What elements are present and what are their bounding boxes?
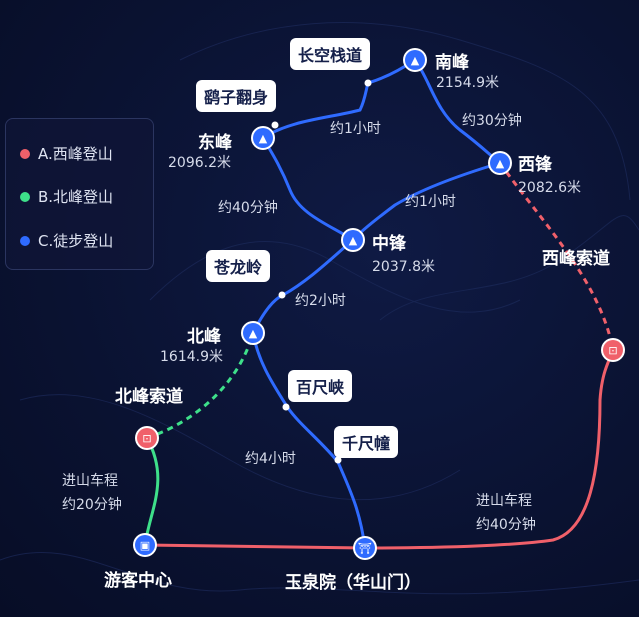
visitor-center-label: 游客中心 <box>104 571 172 591</box>
drive-north-label: 进山车程 <box>62 473 118 489</box>
time-south-west: 约30分钟 <box>462 113 522 129</box>
peak-south-altitude: 2154.9米 <box>436 75 499 91</box>
peak-west-altitude: 2082.6米 <box>518 180 581 196</box>
cable-car-icon[interactable]: ⊡ <box>601 338 625 362</box>
legend-item-west[interactable]: A.西峰登山 <box>20 143 113 164</box>
route-north-drive <box>143 437 160 546</box>
drive-west-time: 约40分钟 <box>476 517 536 533</box>
gate-icon[interactable]: ⛩ <box>353 536 377 560</box>
legend-label: B.北峰登山 <box>38 188 114 206</box>
north-cable-label: 北峰索道 <box>115 387 183 407</box>
peak-middle-altitude: 2037.8米 <box>372 259 435 275</box>
spot-canglong[interactable]: 苍龙岭 <box>206 250 271 282</box>
legend-label: A.西峰登山 <box>38 145 113 163</box>
peak-south-name: 南峰 <box>435 53 469 73</box>
time-west-middle: 约1小时 <box>405 194 456 210</box>
west-cable-label: 西峰索道 <box>542 249 610 269</box>
drive-west-label: 进山车程 <box>476 493 532 509</box>
legend-item-hike[interactable]: C.徒步登山 <box>20 230 113 251</box>
drive-north-time: 约20分钟 <box>62 497 122 513</box>
spot-changkong[interactable]: 长空栈道 <box>290 38 371 70</box>
peak-east-name: 东峰 <box>198 133 232 153</box>
peak-middle-name: 中锋 <box>372 234 406 254</box>
mountain-icon[interactable]: ▲ <box>241 321 265 345</box>
spot-yaozi[interactable]: 鹞子翻身 <box>196 80 277 112</box>
peak-north-name: 北峰 <box>187 327 221 347</box>
visitor-center-icon[interactable]: ▣ <box>133 533 157 557</box>
route-north-cable <box>146 332 255 440</box>
peak-east-altitude: 2096.2米 <box>168 155 231 171</box>
time-north-middle: 约2小时 <box>295 293 346 309</box>
route-west-cable <box>498 162 615 351</box>
spot-qianchi[interactable]: 千尺幢 <box>334 426 399 458</box>
peak-west-name: 西锋 <box>518 155 552 175</box>
time-east-south: 约1小时 <box>330 121 381 137</box>
contour-lines <box>0 22 639 595</box>
cable-car-icon[interactable]: ⊡ <box>135 426 159 450</box>
yuquan-label: 玉泉院（华山门） <box>285 573 421 593</box>
route-hiking <box>251 58 501 549</box>
spot-dots <box>271 79 372 464</box>
route-west-drive <box>144 349 615 550</box>
time-yuquan-north: 约4小时 <box>245 451 296 467</box>
legend-label: C.徒步登山 <box>38 232 114 250</box>
spot-baichi[interactable]: 百尺峡 <box>288 370 353 402</box>
mountain-icon[interactable]: ▲ <box>488 151 512 175</box>
mountain-icon[interactable]: ▲ <box>251 126 275 150</box>
legend-item-north[interactable]: B.北峰登山 <box>20 186 113 207</box>
mountain-icon[interactable]: ▲ <box>403 48 427 72</box>
legend: A.西峰登山 B.北峰登山 C.徒步登山 <box>5 118 154 270</box>
mountain-icon[interactable]: ▲ <box>341 228 365 252</box>
time-east-middle: 约40分钟 <box>218 200 278 216</box>
peak-north-altitude: 1614.9米 <box>160 349 223 365</box>
